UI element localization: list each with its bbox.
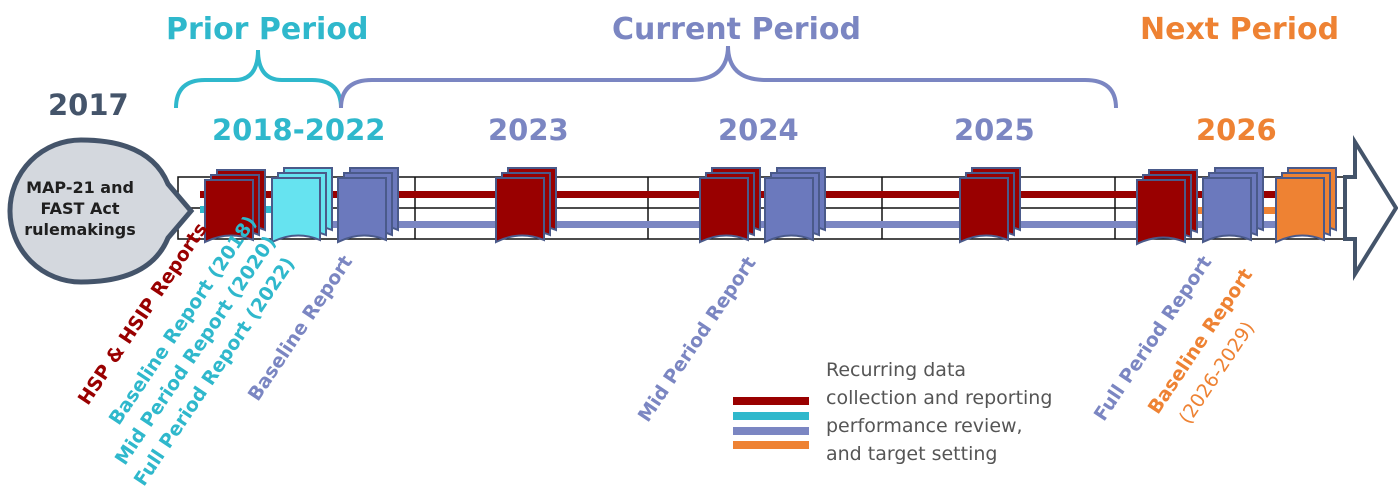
timeline-arrow [1343, 134, 1398, 282]
doc-stack-red-2025 [959, 167, 1021, 244]
legend-line-1: Recurring data [826, 359, 967, 381]
origin-line-2: FAST Act [40, 199, 120, 218]
prior-period-brace [174, 49, 343, 109]
year-2026: 2026 [1196, 113, 1277, 147]
doc-stack-cyan-2018 [271, 167, 333, 244]
origin-callout [7, 137, 195, 285]
origin-line-1: MAP-21 and [26, 178, 134, 197]
year-2023: 2023 [488, 113, 569, 147]
doc-stack-red-2026 [1136, 169, 1198, 246]
year-2017: 2017 [48, 88, 129, 122]
legend-line-4: and target setting [826, 443, 998, 465]
year-2018-2022: 2018-2022 [212, 113, 386, 147]
legend-swatch-cyan [733, 412, 809, 420]
timeline-graphic [7, 45, 1398, 449]
legend-line-2: collection and reporting [826, 387, 1053, 409]
legend-swatch-blue [733, 427, 809, 435]
doc-stack-blue-2024 [764, 167, 826, 244]
doc-stack-red-2018 [204, 169, 266, 244]
legend-text: Recurring data collection and reporting … [826, 356, 1052, 468]
current-period-brace [339, 45, 1118, 109]
doc-stack-red-2023 [495, 167, 557, 244]
legend-line-3: performance review, [826, 415, 1023, 437]
year-2025: 2025 [954, 113, 1035, 147]
prior-period-label: Prior Period [166, 12, 369, 47]
doc-stack-orange-2026 [1275, 167, 1337, 244]
doc-stack-blue-2026 [1202, 167, 1264, 244]
year-2024: 2024 [718, 113, 799, 147]
doc-stack-blue-2018 [337, 167, 399, 244]
origin-line-3: rulemakings [24, 220, 136, 239]
doc-stack-red-2024 [699, 167, 761, 244]
legend-swatch-orange [733, 441, 809, 449]
legend-swatch-red [733, 397, 809, 405]
next-period-label: Next Period [1140, 12, 1340, 47]
origin-callout-text: MAP-21 and FAST Act rulemakings [10, 177, 150, 240]
current-period-label: Current Period [612, 12, 861, 47]
